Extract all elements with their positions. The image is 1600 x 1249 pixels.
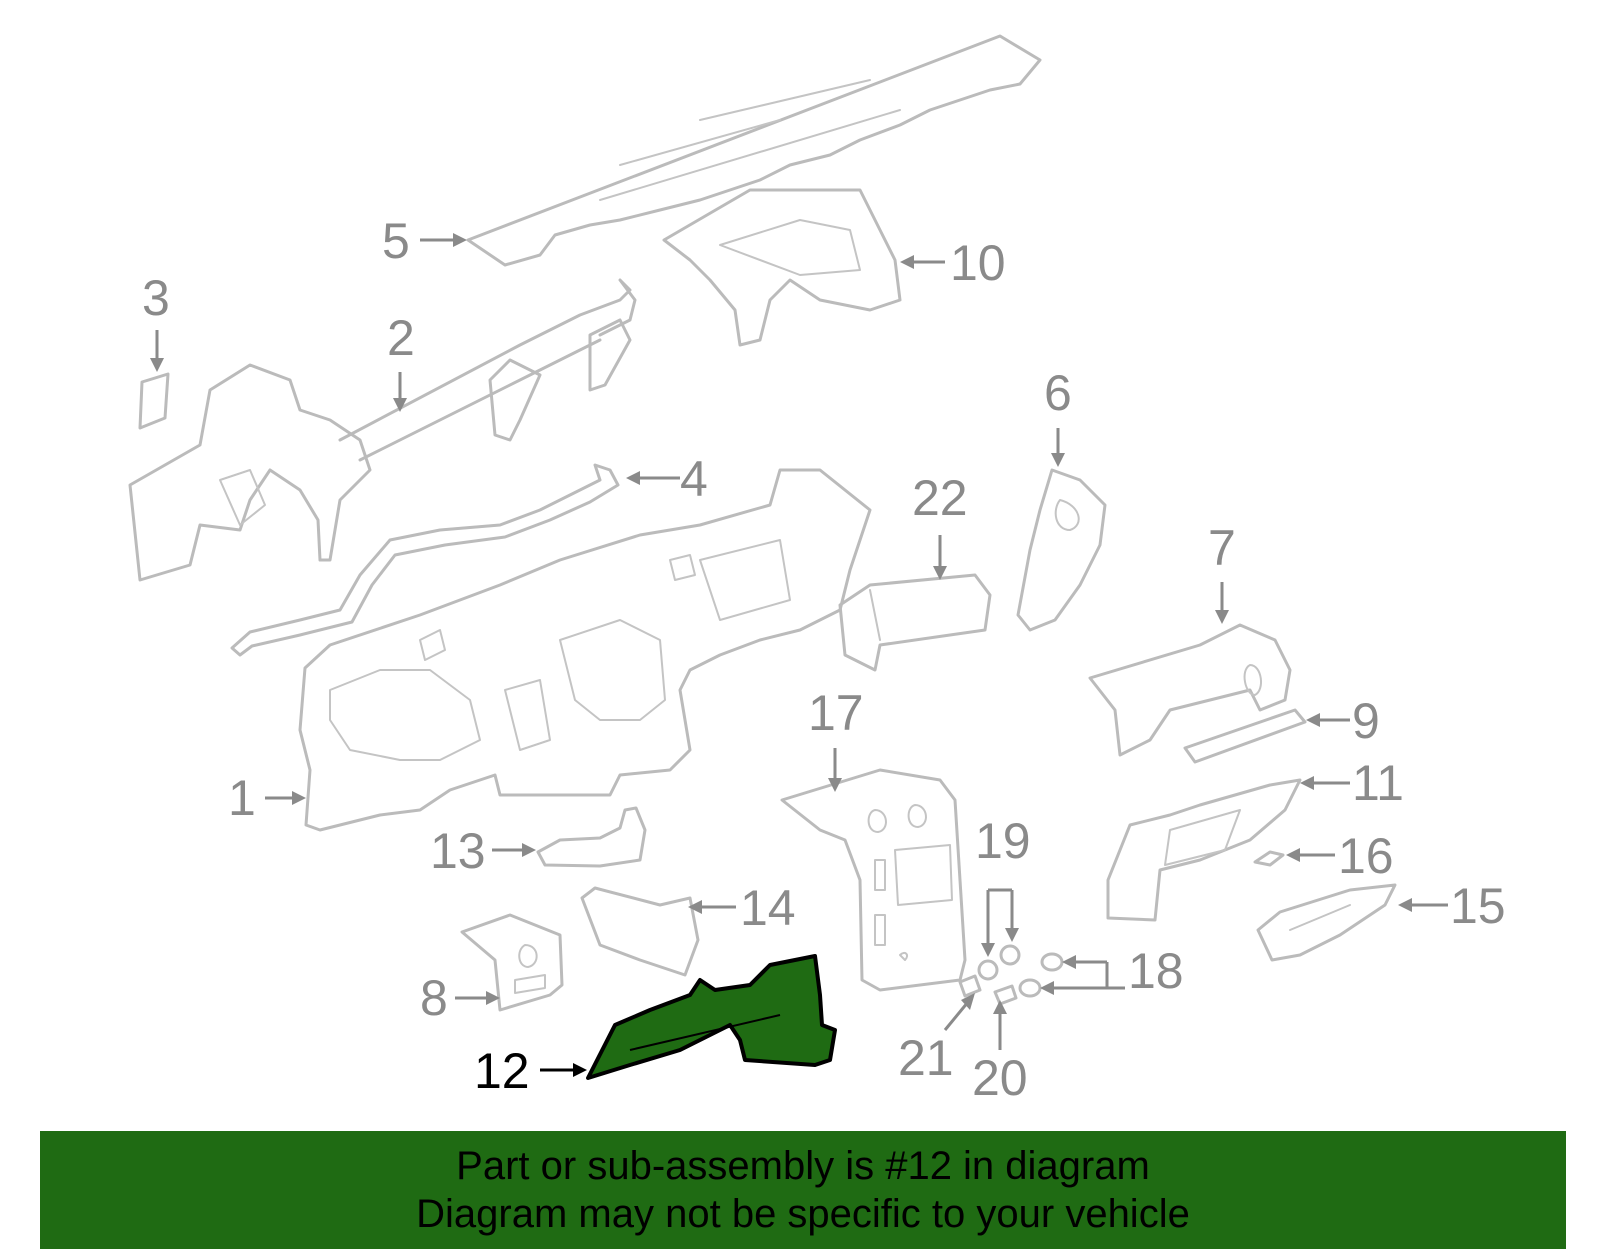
part-1-instrument-panel-carrier <box>298 468 872 832</box>
callout-19: 19 <box>975 813 1031 957</box>
callout-7: 7 <box>1208 520 1236 624</box>
svg-text:19: 19 <box>975 813 1031 869</box>
callout-9: 9 <box>1306 693 1380 749</box>
part-17-center-bezel <box>780 768 967 992</box>
callout-17: 17 <box>808 685 864 792</box>
callout-4: 4 <box>626 451 708 507</box>
svg-text:3: 3 <box>142 270 170 326</box>
svg-text:20: 20 <box>972 1050 1028 1106</box>
svg-text:2: 2 <box>387 310 415 366</box>
part-12-highlighted[interactable] <box>586 954 837 1080</box>
callout-6: 6 <box>1044 365 1072 467</box>
part-7-upper-trim <box>1088 623 1292 757</box>
callout-22: 22 <box>912 470 968 580</box>
part-9-trim-strip <box>1183 708 1307 764</box>
callout-2: 2 <box>387 310 415 412</box>
callout-5: 5 <box>382 213 467 269</box>
svg-text:15: 15 <box>1450 878 1506 934</box>
callout-16: 16 <box>1286 828 1394 884</box>
part-16-clip <box>1253 850 1285 867</box>
parts-18-21-knobs <box>958 944 1064 1006</box>
part-14-lower-panel <box>580 886 700 977</box>
svg-text:22: 22 <box>912 470 968 526</box>
svg-text:17: 17 <box>808 685 864 741</box>
part-8-switch-bezel <box>460 913 564 1012</box>
svg-text:14: 14 <box>740 880 796 936</box>
svg-text:7: 7 <box>1208 520 1236 576</box>
part-3-bracket <box>138 372 170 430</box>
svg-text:5: 5 <box>382 213 410 269</box>
svg-text:21: 21 <box>898 1030 954 1086</box>
callout-8: 8 <box>420 970 500 1026</box>
svg-text:12: 12 <box>474 1043 530 1099</box>
svg-text:4: 4 <box>680 451 708 507</box>
info-banner: Part or sub-assembly is #12 in diagram D… <box>40 1131 1566 1249</box>
svg-text:6: 6 <box>1044 365 1072 421</box>
part-4-wire-harness <box>230 463 620 657</box>
svg-text:10: 10 <box>950 235 1006 291</box>
part-6-side-trim <box>1016 468 1107 632</box>
part-2-cross-car-beam <box>128 278 637 582</box>
callout-11: 11 <box>1300 755 1404 811</box>
callout-14: 14 <box>688 880 796 936</box>
svg-text:16: 16 <box>1338 828 1394 884</box>
part-15-glove-box <box>1256 883 1397 962</box>
part-10-cluster-bezel <box>662 188 902 347</box>
svg-text:9: 9 <box>1352 693 1380 749</box>
part-13-duct <box>536 806 647 868</box>
callout-21: 21 <box>898 993 975 1086</box>
svg-text:1: 1 <box>228 770 256 826</box>
part-5-dash-top-panel <box>466 34 1042 267</box>
svg-text:13: 13 <box>430 823 486 879</box>
callout-13: 13 <box>430 823 536 879</box>
banner-line-part-number: Part or sub-assembly is #12 in diagram <box>456 1144 1150 1188</box>
callout-1: 1 <box>228 770 306 826</box>
callout-12[interactable]: 12 <box>474 1043 587 1099</box>
svg-text:18: 18 <box>1128 943 1184 999</box>
part-11-lower-trim <box>1106 778 1302 922</box>
callout-20: 20 <box>972 1000 1028 1106</box>
callout-10: 10 <box>900 235 1006 291</box>
part-22-storage-box <box>838 573 992 672</box>
svg-text:11: 11 <box>1352 755 1404 811</box>
svg-text:8: 8 <box>420 970 448 1026</box>
callout-3: 3 <box>142 270 170 372</box>
callout-15: 15 <box>1398 878 1506 934</box>
banner-line-disclaimer: Diagram may not be specific to your vehi… <box>416 1192 1190 1236</box>
callout-18: 18 <box>1040 943 1184 999</box>
